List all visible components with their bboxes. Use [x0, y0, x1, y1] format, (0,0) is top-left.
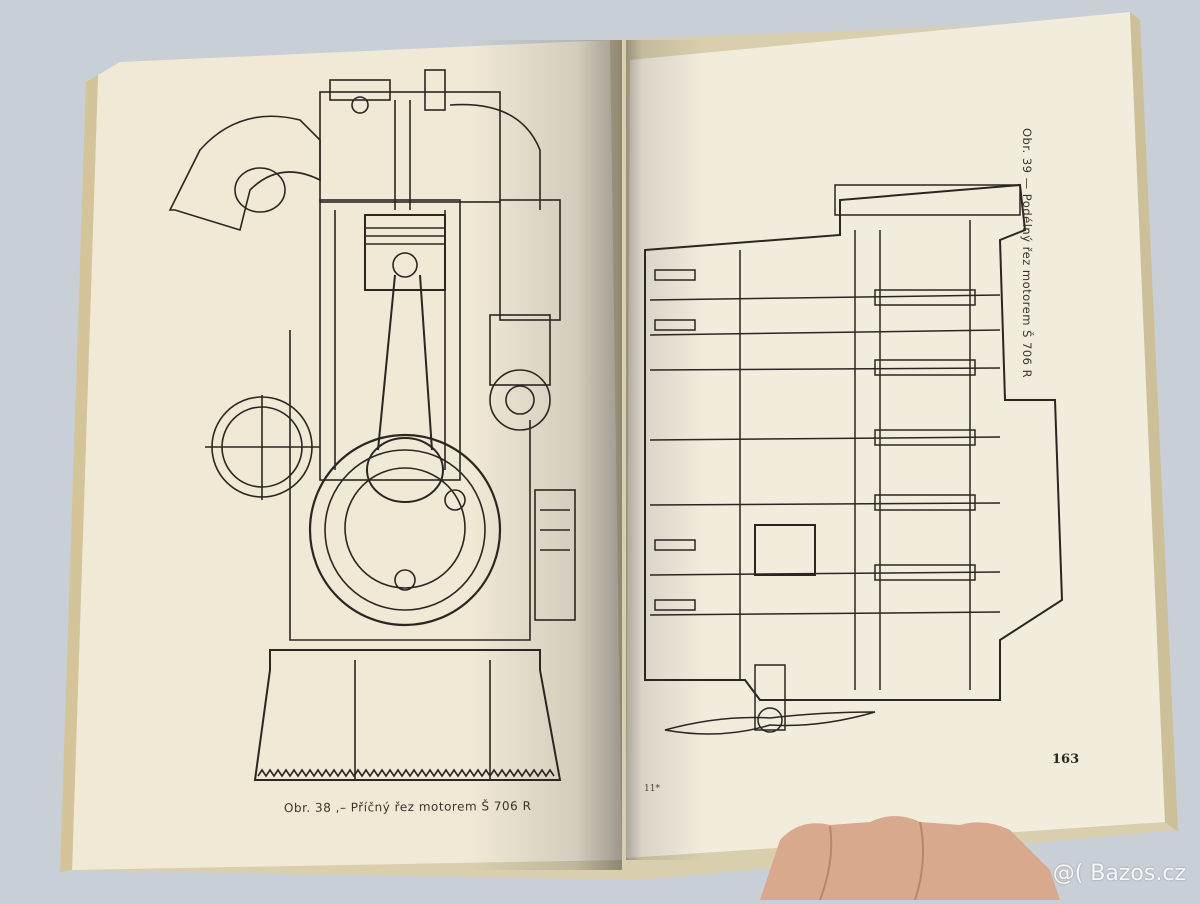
left-figure-caption: Obr. 38 ,– Příčný řez motorem Š 706 R [283, 798, 532, 816]
page-number: 163 [1052, 752, 1080, 767]
watermark-text: @( Bazos.cz [1052, 861, 1186, 886]
right-figure-caption: Obr. 39 — Podélný řez motorem Š 706 R [1020, 128, 1034, 379]
engine-longitudinal-section-drawing [644, 183, 1064, 735]
hand [760, 816, 1060, 900]
right-page [626, 12, 1165, 858]
signature-mark: 11* [644, 784, 660, 794]
engine-cross-section-drawing [168, 69, 576, 781]
